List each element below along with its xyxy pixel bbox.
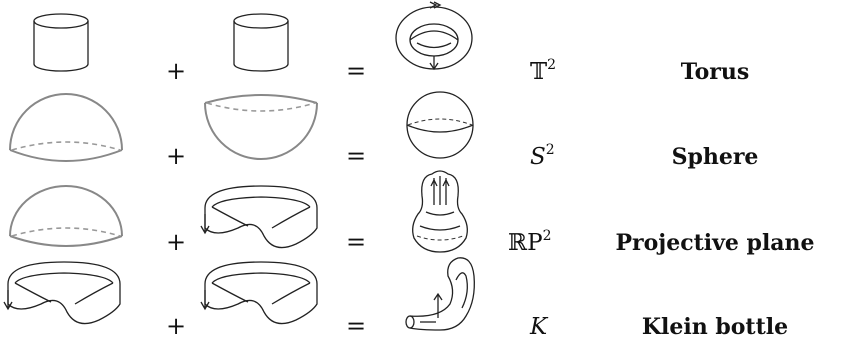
cylinder-icon: [33, 13, 89, 72]
equals-sign: =: [346, 142, 366, 170]
row-projective-plane: + = ℝP2 Projective plane: [9, 170, 815, 256]
equals-sign: =: [346, 228, 366, 256]
upper-hemisphere-icon: [9, 185, 123, 247]
projective-plane-icon: [412, 170, 468, 253]
mobius-strip-icon: [3, 261, 121, 325]
surface-symbol: ℝP2: [508, 228, 552, 256]
surface-symbol: 𝕋2: [530, 57, 556, 85]
surface-symbol: S2: [530, 142, 555, 170]
torus-icon: [395, 1, 473, 71]
row-klein-bottle: + = K Klein bottle: [3, 257, 788, 340]
sphere-icon: [406, 91, 474, 159]
surface-symbol: K: [529, 314, 549, 340]
plus-sign: +: [166, 57, 186, 85]
surface-name: Klein bottle: [642, 314, 788, 340]
lower-hemisphere-icon: [204, 94, 318, 160]
row-sphere: + = S2 Sphere: [9, 91, 759, 170]
mobius-strip-icon: [200, 185, 318, 249]
equals-sign: =: [346, 57, 366, 85]
surface-name: Torus: [681, 59, 750, 85]
plus-sign: +: [166, 228, 186, 256]
upper-hemisphere-icon: [9, 93, 123, 162]
surface-name: Projective plane: [615, 230, 814, 256]
plus-sign: +: [166, 142, 186, 170]
cylinder-icon: [233, 13, 289, 72]
mobius-strip-icon: [200, 261, 318, 325]
klein-bottle-icon: [405, 257, 475, 331]
equals-sign: =: [346, 312, 366, 340]
row-torus: + = 𝕋2 Torus: [33, 1, 750, 85]
plus-sign: +: [166, 312, 186, 340]
surface-name: Sphere: [672, 144, 759, 170]
